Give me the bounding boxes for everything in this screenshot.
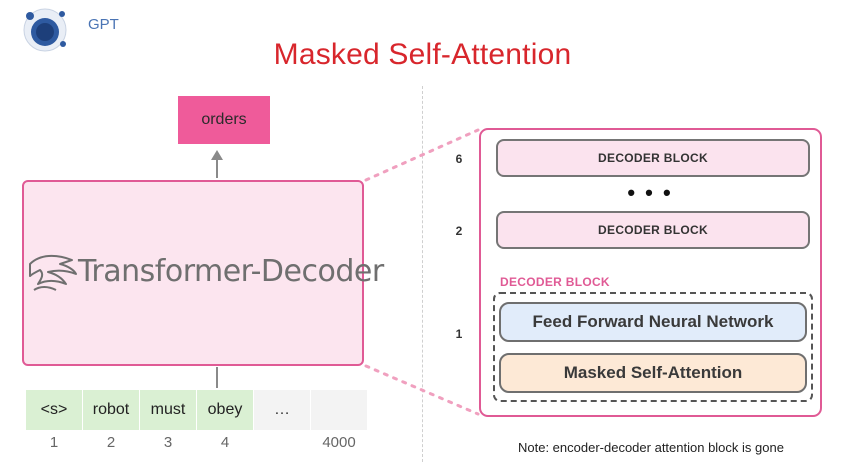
input-token: robot <box>83 390 139 430</box>
model-name: Transformer-Decoder <box>78 254 384 289</box>
center-divider <box>422 86 423 462</box>
position-number: 2 <box>106 434 116 451</box>
input-token: <s> <box>26 390 82 430</box>
input-token: obey <box>197 390 253 430</box>
transformer-logo-icon <box>29 254 77 291</box>
transformer-decoder-box <box>22 180 364 366</box>
ellipsis: • • • <box>627 180 673 205</box>
ffnn-layer: Feed Forward Neural Network <box>499 302 807 342</box>
gpt-logo-icon <box>23 8 67 52</box>
input-token: must <box>140 390 196 430</box>
position-number: 4000 <box>322 434 356 451</box>
input-token: … <box>254 390 310 430</box>
position-row: 1 2 3 4 4000 <box>26 434 368 451</box>
position-number: 3 <box>163 434 173 451</box>
position-number: 1 <box>49 434 59 451</box>
input-token-row: <s> robot must obey … <box>26 390 368 430</box>
brand-label: GPT <box>88 16 119 33</box>
masked-self-attention-layer: Masked Self-Attention <box>499 353 807 393</box>
input-token <box>311 390 367 430</box>
position-number <box>254 434 310 451</box>
stack-number: 2 <box>455 224 463 238</box>
slide-title: Masked Self-Attention <box>273 38 572 71</box>
stack-number: 6 <box>455 152 463 166</box>
expanded-decoder-block <box>493 292 813 402</box>
output-token: orders <box>178 96 270 144</box>
stack-number: 1 <box>455 327 463 341</box>
decoder-block-6: DECODER BLOCK <box>496 139 810 177</box>
expanded-block-label: DECODER BLOCK <box>500 275 610 289</box>
position-number: 4 <box>220 434 230 451</box>
decoder-block-2: DECODER BLOCK <box>496 211 810 249</box>
footnote: Note: encoder-decoder attention block is… <box>518 440 784 455</box>
